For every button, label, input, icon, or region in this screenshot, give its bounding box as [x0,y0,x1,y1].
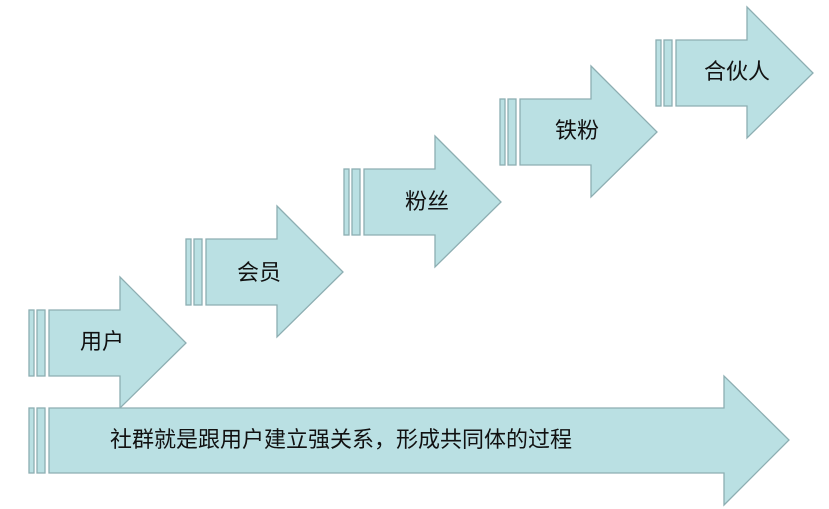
arrow-stripe [36,407,46,474]
step-label-1: 用户 [80,330,125,355]
arrow-shape [519,64,658,199]
step-arrow-1 [28,275,187,410]
arrow-shape [363,134,502,269]
arrow-shape [675,5,814,140]
arrow-shape [205,204,344,339]
arrow-shape [48,275,187,410]
summary-arrow [28,374,790,507]
arrow-stripe [185,238,192,306]
arrow-stripe [36,309,46,377]
arrow-stripe [655,39,662,107]
summary-label: 社群就是跟用户建立强关系，形成共同体的过程 [110,428,573,453]
step-arrow-2 [185,204,344,339]
arrow-stripe [28,407,35,474]
step-arrow-5 [655,5,814,140]
step-label-3: 粉丝 [405,190,450,215]
arrow-stripe [499,98,506,166]
arrow-stripe [663,39,673,107]
arrow-stripe [343,168,350,236]
step-arrow-3 [343,134,502,269]
arrow-stripe [351,168,361,236]
arrow-stripe [28,309,35,377]
step-arrow-4 [499,64,658,199]
step-label-4: 铁粉 [555,119,600,144]
arrow-stripe [193,238,203,306]
step-label-2: 会员 [237,261,282,286]
arrow-stripe [507,98,517,166]
arrow-shape [48,374,790,507]
step-label-5: 合伙人 [704,60,771,85]
